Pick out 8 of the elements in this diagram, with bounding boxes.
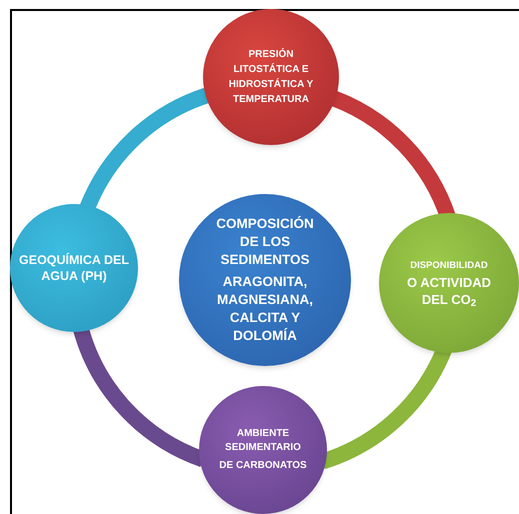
circle-text: DE CARBONATOS <box>218 459 308 473</box>
circle-text: ARAGONITA, MAGNESIANA, CALCITA Y DOLOMÍA <box>216 273 314 345</box>
circle-text: COMPOSICIÓN DE LOS SEDIMENTOS <box>215 215 315 269</box>
circle-text: AMBIENTE SEDIMENTARIO <box>224 427 302 455</box>
circle-text: O ACTIVIDAD DEL CO$_{2}$ <box>406 274 492 308</box>
circle-text: PRESIÓN LITOSTÁTICA E HIDROSTÁTICA Y TEMPERATURA <box>228 47 314 107</box>
circle-text: GEOQUÍMICA DEL AGUA (PH) <box>18 252 130 284</box>
circle-text: DISPONIBILIDAD <box>409 259 489 273</box>
